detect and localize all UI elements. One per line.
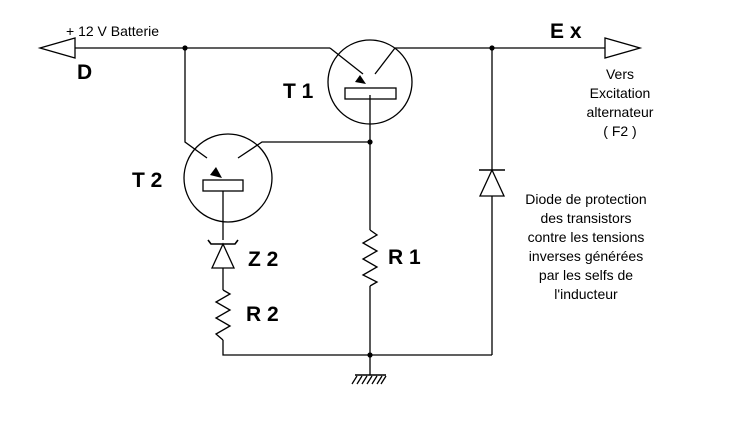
ground-hatch <box>351 375 387 385</box>
diode-note-line-1: Diode de protection <box>525 191 646 207</box>
diode-note-line-5: par les selfs de <box>539 267 633 283</box>
wire-battery-to-t2 <box>184 48 208 159</box>
terminal-d-arrow <box>37 37 76 59</box>
resistor-r2 <box>214 289 232 341</box>
transistor-t1 <box>327 39 413 125</box>
diode-note-line-4: inverses générées <box>529 248 643 264</box>
battery-label: + 12 V Batterie <box>66 23 159 39</box>
junction-dot <box>367 352 373 358</box>
wire-r2-to-ground-rail <box>222 340 492 356</box>
wire-t1-collector <box>374 47 396 75</box>
ground-symbol <box>351 374 387 385</box>
terminal-d-label: D <box>77 61 92 84</box>
r1-label: R 1 <box>388 246 421 269</box>
t2-label: T 2 <box>132 169 162 192</box>
wires <box>75 47 605 375</box>
t2-envelope <box>183 133 273 223</box>
resistor-r1 <box>361 229 379 287</box>
junction-dot <box>182 45 188 51</box>
z2-label: Z 2 <box>248 248 278 271</box>
terminal-ex-label: E x <box>550 20 582 43</box>
diode-note-line-2: des transistors <box>540 210 631 226</box>
transistor-t2 <box>183 133 273 223</box>
t2-base-bar <box>202 179 244 192</box>
diode-note-line-6: l'inducteur <box>554 286 618 302</box>
t1-envelope <box>327 39 413 125</box>
r2-label: R 2 <box>246 303 279 326</box>
t1-label: T 1 <box>283 80 314 103</box>
junctions <box>182 45 495 358</box>
output-note-line-1: Vers <box>606 66 634 82</box>
output-note-line-3: alternateur <box>587 104 654 120</box>
t2-emitter-arrow-icon <box>210 167 222 178</box>
output-note-line-4: ( F2 ) <box>603 123 636 139</box>
t1-emitter-arrow-icon <box>355 75 366 84</box>
wire-rail-to-t1-emitter <box>329 47 364 75</box>
t1-base-bar <box>344 87 397 100</box>
diode-triangle <box>478 168 506 197</box>
terminal-ex-arrow <box>604 37 643 59</box>
junction-dot <box>367 139 373 145</box>
junction-dot <box>489 45 495 51</box>
wire-t2-collector <box>237 141 370 159</box>
output-note-line-2: Excitation <box>590 85 651 101</box>
z2-triangle <box>210 242 236 269</box>
zener-diode-z2 <box>207 239 239 269</box>
diode-note-line-3: contre les tensions <box>528 229 645 245</box>
protection-diode <box>478 168 506 197</box>
